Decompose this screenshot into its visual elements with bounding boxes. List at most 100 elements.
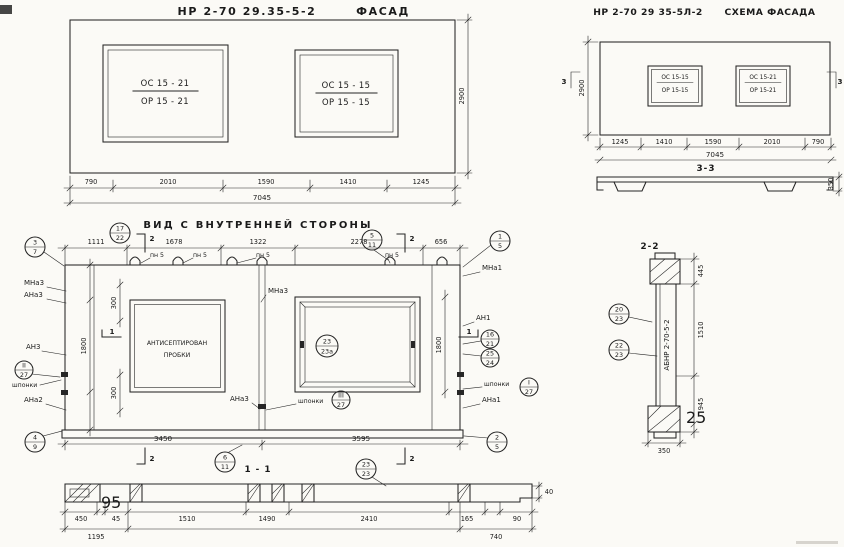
section-2-2-label: 2-2 [641,242,660,252]
facade-dim: 790 [85,178,98,186]
section-1-1-profile [64,483,533,503]
callout-top: I [528,379,530,387]
label-mna3: МНа3 [24,279,44,287]
label-mna3: МНа3 [268,287,288,295]
callout-bottom: 23 [362,470,370,478]
inner-dim: 1111 [88,238,105,246]
section-dim: 1490 [259,515,276,523]
facade-dimension-linework [63,13,473,207]
callout-2-5: 2 5 [463,431,508,453]
scheme-dimension-linework [570,35,837,164]
callout-17-22: 17 22 [109,222,131,244]
inner-vertical-dimension-linework [86,258,449,437]
inner-dim: 1322 [250,238,267,246]
scheme-dim-total: 7045 [706,150,724,159]
inner-dim-1800-left: 1800 [80,338,88,355]
inner-window-right [294,296,421,393]
callout-top: 3 [33,239,37,247]
label-an3: АН3 [26,343,41,351]
callout-top: III [338,392,344,400]
loop-label-leaders [140,257,391,264]
callout-4-9: 4 9 [24,430,63,453]
inner-window-left: АНТИСЕПТИРОВАН ПРОБКИ [129,299,226,393]
section-dim: 90 [513,515,521,523]
callout-6-11: 6 11 [214,444,243,473]
callout-bottom: 23а [321,348,333,356]
section-dim: 740 [490,533,503,541]
inner-dim: 656 [435,238,448,246]
callout-top: 25 [486,350,494,358]
callout-top: 2 [495,434,499,442]
callout-3-7: 3 7 [24,236,65,267]
section-3-3-dim: 350 [827,178,835,191]
callout-22-23: 22 23 [608,339,658,361]
callout-top: 20 [615,306,623,314]
callout-top: II [22,362,26,370]
section-marker-1: 1 [466,327,471,336]
inner-view-title: ВИД С ВНУТРЕННЕЙ СТОРОНЫ [143,218,372,231]
section-marker-3-left: 3 [561,77,566,86]
section-dim: 945 [697,398,705,411]
scheme-dim: 790 [812,138,825,146]
callout-bottom: 5 [498,242,502,250]
callout-bottom: 27 [20,371,28,379]
facade-window-right: ОС 15 - 15 ОР 15 - 15 [294,49,399,138]
section-dim: 165 [461,515,474,523]
label-ana1: АНа1 [482,396,501,404]
label-shponki: шпонки [298,398,323,405]
section-1-1-label: 1 - 1 [244,465,271,475]
plug-note-line2: ПРОБКИ [164,352,191,359]
facade-dim-total: 7045 [253,193,271,202]
scheme-window-left: ОС 15-15 ОР 15-15 [647,65,703,107]
section-dim: 450 [75,515,88,523]
callout-16-21: 16 21 [462,329,500,349]
label-ana2: АНа2 [24,396,43,404]
facade-dim: 1410 [340,178,357,186]
inner-dim-300-top: 300 [110,297,118,310]
loop-label-pn5: пн 5 [256,252,270,259]
callout-top: 4 [33,434,37,442]
facade-panel-outline [69,19,456,174]
callout-bottom: 9 [33,443,37,451]
scheme-dim: 1245 [612,138,629,146]
section-2-2-dimension-linework [641,252,700,448]
callout-bottom: 24 [486,359,494,367]
section-dim-350: 350 [658,447,671,455]
inner-dim: 3450 [154,434,173,443]
callout-23-23: 23 23 [355,458,387,487]
callout-bottom: 23 [615,351,623,359]
facade-window-left: ОС 15 - 21 ОР 15 - 21 [102,44,229,143]
section-dim: 1510 [179,515,196,523]
section-dim: 2410 [361,515,378,523]
inner-panel-ribs [93,256,448,431]
window-mark-os: ОС 15 - 15 [322,80,371,90]
label-mna1: МНа1 [482,264,502,272]
label-an1: АН1 [476,314,491,322]
loop-label-pn5: пн 5 [385,252,399,259]
inner-top-dimension-linework [57,244,469,266]
section-marker-2: 2 [409,454,414,463]
callout-bottom: 11 [221,463,229,471]
section-dim-25: 25 [686,408,706,427]
section-marker-1: 1 [109,327,114,336]
facade-title-word: ФАСАД [356,5,410,18]
scheme-title-word: СХЕМА ФАСАДА [725,7,816,18]
window-mark-os: ОС 15-21 [749,75,777,81]
section-3-3-label: 3-3 [697,164,716,174]
inner-dim: 2278 [351,238,368,246]
scheme-dim: 1410 [656,138,673,146]
panel-mark-vertical: АБНР 2-70-5-2 [663,319,671,370]
scheme-window-right: ОС 15-21 ОР 15-21 [735,65,791,107]
callout-bottom: 22 [116,234,124,242]
section-dim-40: 40 [545,488,553,496]
section-dim-95: 95 [101,493,121,512]
callout-bottom: 7 [33,248,37,256]
callout-25-24: 25 24 [462,348,500,368]
inner-bottom-dimension-linework [57,439,469,451]
section-dim: 1195 [88,533,105,541]
scheme-dim: 2010 [764,138,781,146]
section-3-3-profile [596,171,843,197]
callout-bottom: 5 [495,443,499,451]
